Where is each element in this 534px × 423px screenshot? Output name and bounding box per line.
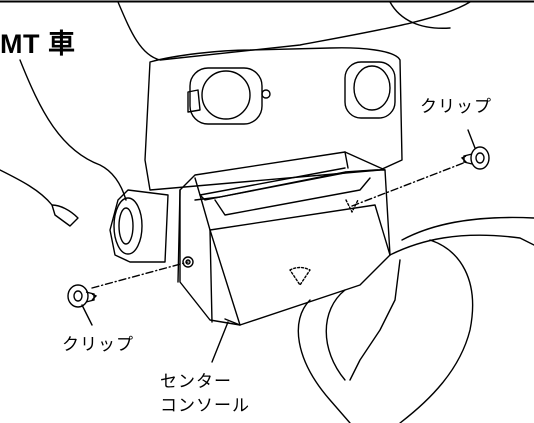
vehicle-type-title: MT 車 xyxy=(0,29,76,59)
right-vent xyxy=(344,61,396,119)
right-floor-line xyxy=(389,234,534,256)
right-seat-side xyxy=(349,259,401,381)
left-panel-curve xyxy=(19,59,127,201)
clip-left-pointer xyxy=(81,304,93,326)
clip-icon xyxy=(67,284,98,308)
clip-right-pointer xyxy=(467,129,476,149)
center-console-box xyxy=(177,151,391,326)
right-seat-line xyxy=(401,216,534,241)
center-panel xyxy=(144,47,403,191)
center-console-label-line2: コンソール xyxy=(160,396,250,416)
dashboard-outline xyxy=(117,1,471,61)
clip-label-left: クリップ xyxy=(62,335,134,355)
clip-right-leader xyxy=(351,161,467,207)
dashboard-edge xyxy=(389,1,451,29)
right-seat-front xyxy=(297,299,351,423)
right-seat-back xyxy=(399,239,474,423)
clip-label-right: クリップ xyxy=(420,97,492,117)
left-panel-tab xyxy=(51,204,79,227)
clip-left-leader xyxy=(91,261,189,289)
center-console-label-line1: センター xyxy=(160,372,232,392)
lower-left-panel xyxy=(109,189,169,263)
center-console-label: センター コンソール xyxy=(160,370,250,418)
console-pointer xyxy=(211,321,229,363)
clip-icon xyxy=(460,146,490,170)
right-seat-inner xyxy=(325,289,346,381)
left-vent xyxy=(187,67,271,125)
left-panel-edge xyxy=(0,169,53,206)
